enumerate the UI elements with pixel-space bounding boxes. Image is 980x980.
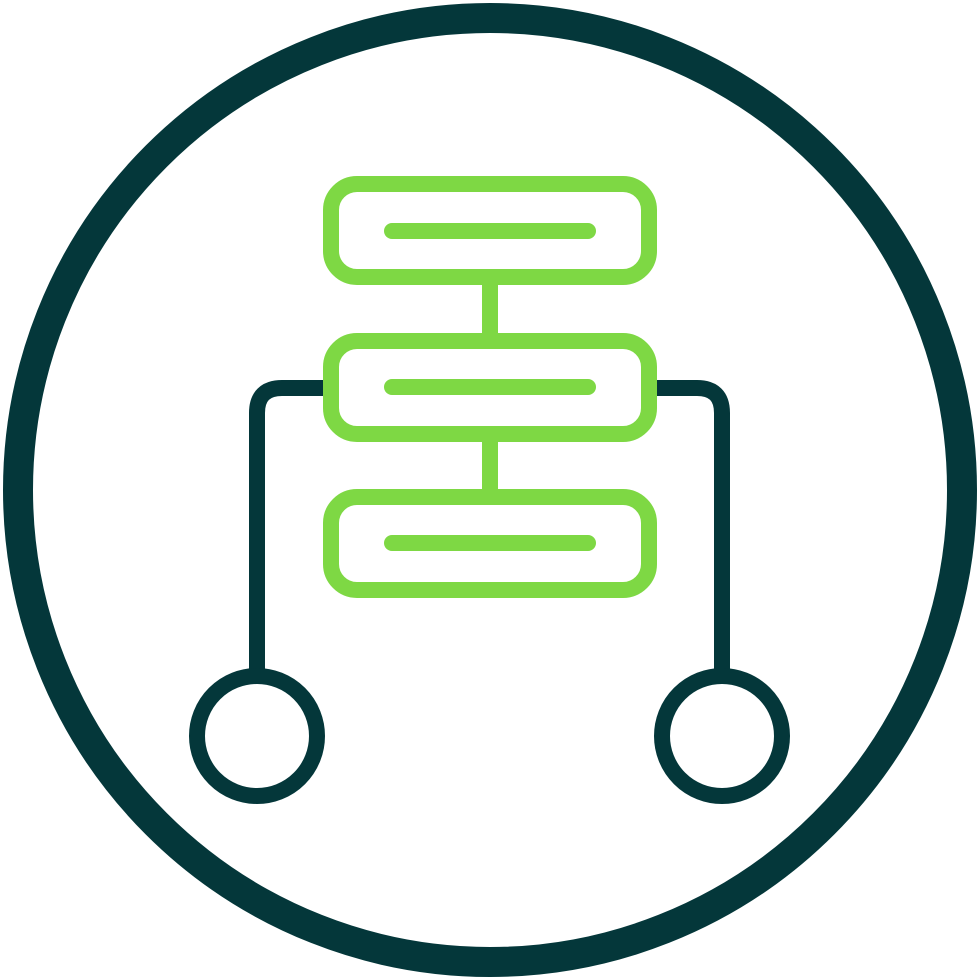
outer-ring bbox=[3, 3, 977, 977]
right-terminal-node bbox=[654, 668, 790, 804]
left-connector-line bbox=[249, 380, 324, 674]
right-connector-line bbox=[656, 380, 730, 674]
left-terminal-node bbox=[189, 668, 325, 804]
